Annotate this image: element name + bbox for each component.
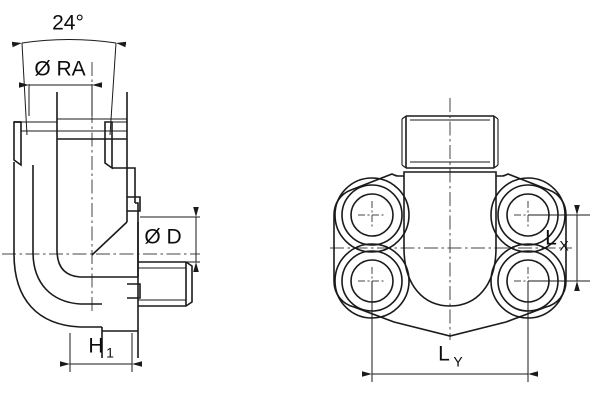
lower-foot-block [101, 304, 139, 358]
internal-transition-line [91, 221, 128, 256]
flange-plate-outline [333, 173, 567, 337]
front-view-neck-stub [401, 115, 499, 169]
elbow-bend-arcs [13, 249, 138, 328]
bolt-hole-top-left [341, 184, 403, 246]
front-flange-view: L X L Y [330, 98, 590, 382]
dimension-height-h1 [60, 333, 142, 372]
dimension-label-length-lx-subscript: X [559, 238, 569, 254]
dimension-angle-24 [11, 39, 127, 136]
dimension-label-angle-24: 24° [52, 12, 84, 35]
side-elevation-view: 24° Ø RA Ø D H 1 [2, 12, 200, 372]
dimension-diameter-ra [19, 82, 102, 116]
outlet-port-assembly [127, 196, 193, 307]
main-body-outline [13, 139, 136, 254]
dimension-length-lx [528, 205, 590, 291]
dimension-label-height-h1-subscript: 1 [106, 345, 114, 361]
dimension-diameter-d [140, 207, 200, 272]
dimension-label-length-lx: L [545, 227, 557, 250]
dimension-label-diameter-ra: Ø RA [34, 58, 85, 81]
dimension-label-length-ly: L [438, 343, 450, 366]
dimension-label-length-ly-subscript: Y [453, 354, 463, 370]
dimension-length-ly [362, 281, 538, 382]
dimension-label-height-h1: H [88, 335, 103, 358]
dimension-label-diameter-d: Ø D [144, 226, 181, 249]
